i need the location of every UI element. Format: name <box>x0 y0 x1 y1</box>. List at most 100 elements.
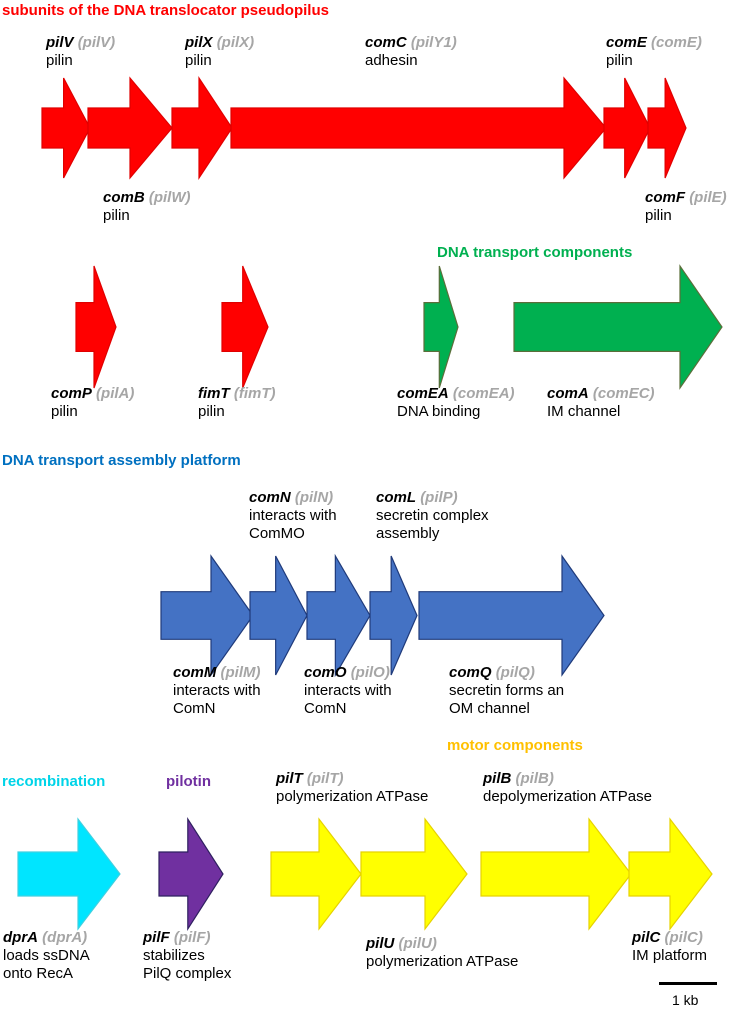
gene-function: pilin <box>606 52 633 69</box>
gene-function: interacts with ComN <box>304 682 392 717</box>
gene-label-comC: comC (pilY1) adhesin <box>365 34 457 70</box>
gene-homolog: (pilV) <box>77 34 116 51</box>
group-title-pilotin: pilotin <box>166 773 211 790</box>
gene-arrow-pilX <box>171 76 233 180</box>
gene-arrow-comEA <box>423 265 459 389</box>
gene-homolog: (comEC) <box>592 385 655 402</box>
gene-function: IM channel <box>547 403 621 420</box>
gene-homolog: (pilP) <box>420 489 458 506</box>
gene-homolog: (pilF) <box>173 929 211 946</box>
gene-arrow-comM <box>160 554 254 677</box>
group-title-recombination: recombination <box>2 773 106 790</box>
gene-label-pilX: pilX (pilX) pilin <box>185 34 254 70</box>
gene-arrow-comC <box>230 76 607 180</box>
gene-arrow-pilF <box>158 816 224 932</box>
gene-homolog: (pilC) <box>664 929 703 946</box>
gene-label-pilC: pilC (pilC) IM platform <box>632 929 707 965</box>
gene-name: comQ <box>449 664 492 681</box>
gene-arrow-comQ <box>418 554 605 677</box>
group-title-transport: DNA transport components <box>437 244 633 261</box>
gene-name: comO <box>304 664 347 681</box>
gene-name: comE <box>606 34 647 51</box>
gene-function: interacts with ComMO <box>249 507 337 542</box>
gene-label-comA: comA (comEC) IM channel <box>547 385 655 421</box>
gene-label-comQ: comQ (pilQ) secretin forms an OM channel <box>449 664 564 718</box>
gene-function: adhesin <box>365 52 418 69</box>
gene-label-comM: comM (pilM) interacts with ComN <box>173 664 261 718</box>
gene-name: pilB <box>483 770 512 787</box>
gene-homolog: (pilW) <box>148 189 191 206</box>
gene-arrow-pilU <box>360 817 468 931</box>
gene-name: dprA <box>3 929 38 946</box>
gene-name: pilX <box>185 34 213 51</box>
gene-name: pilV <box>46 34 74 51</box>
gene-label-fimT: fimT (fimT) pilin <box>198 385 276 421</box>
gene-label-pilB: pilB (pilB) depolymerization ATPase <box>483 770 652 806</box>
gene-label-pilF: pilF (pilF) stabilizes PilQ complex <box>143 929 231 983</box>
gene-name: pilC <box>632 929 661 946</box>
group-title-pseudopilus: subunits of the DNA translocator pseudop… <box>2 2 329 19</box>
gene-label-comB: comB (pilW) pilin <box>103 189 191 225</box>
gene-name: pilT <box>276 770 303 787</box>
gene-function: pilin <box>51 403 78 420</box>
gene-label-comO: comO (pilO) interacts with ComN <box>304 664 392 718</box>
gene-name: comM <box>173 664 217 681</box>
gene-function: secretin forms an OM channel <box>449 682 565 717</box>
gene-homolog: (pilE) <box>689 189 727 206</box>
gene-homolog: (pilU) <box>398 935 437 952</box>
gene-name: comA <box>547 385 589 402</box>
gene-function: loads ssDNA onto RecA <box>3 947 90 982</box>
gene-homolog: (pilN) <box>294 489 334 506</box>
gene-arrow-comP <box>75 265 117 389</box>
gene-label-comL: comL (pilP) secretin complex assembly <box>376 489 489 543</box>
gene-name: fimT <box>198 385 230 402</box>
scale-bar-label: 1 kb <box>672 992 699 1008</box>
gene-homolog: (comEA) <box>452 385 515 402</box>
gene-function: pilin <box>46 52 73 69</box>
gene-label-comEA: comEA (comEA) DNA binding <box>397 385 515 421</box>
group-title-platform: DNA transport assembly platform <box>2 452 241 469</box>
gene-name: pilF <box>143 929 170 946</box>
gene-arrow-comA <box>513 264 723 390</box>
gene-homolog: (pilM) <box>220 664 261 681</box>
gene-homolog: (comE) <box>651 34 702 51</box>
group-title-motor: motor components <box>447 737 583 754</box>
gene-name: comF <box>645 189 686 206</box>
gene-function: stabilizes PilQ complex <box>143 947 232 982</box>
gene-function: DNA binding <box>397 403 481 420</box>
scale-bar <box>659 982 717 985</box>
gene-label-pilT: pilT (pilT) polymerization ATPase <box>276 770 428 806</box>
gene-name: comB <box>103 189 145 206</box>
gene-homolog: (pilA) <box>96 385 135 402</box>
gene-label-comE: comE (comE) pilin <box>606 34 702 70</box>
gene-homolog: (pilX) <box>216 34 255 51</box>
gene-function: secretin complex assembly <box>376 507 489 542</box>
gene-function: interacts with ComN <box>173 682 261 717</box>
gene-homolog: (fimT) <box>233 385 276 402</box>
gene-arrow-comO <box>306 553 371 678</box>
gene-homolog: (pilO) <box>350 664 390 681</box>
gene-label-dprA: dprA (dprA) loads ssDNA onto RecA <box>3 929 90 983</box>
gene-label-comN: comN (pilN) interacts with ComMO <box>249 489 337 543</box>
gene-arrow-pilB <box>480 817 632 931</box>
gene-arrow-comB <box>87 76 173 180</box>
gene-arrow-pilC <box>628 817 713 931</box>
gene-name: pilU <box>366 935 395 952</box>
gene-arrow-fimT <box>221 265 269 389</box>
gene-homolog: (pilQ) <box>495 664 535 681</box>
gene-homolog: (pilT) <box>306 770 344 787</box>
gene-homolog: (pilY1) <box>410 34 457 51</box>
gene-name: comL <box>376 489 417 506</box>
gene-label-pilV: pilV (pilV) pilin <box>46 34 115 70</box>
gene-function: pilin <box>103 207 130 224</box>
gene-arrow-comE <box>603 77 651 179</box>
gene-name: comP <box>51 385 92 402</box>
gene-function: pilin <box>185 52 212 69</box>
gene-function: polymerization ATPase <box>366 953 519 970</box>
gene-function: depolymerization ATPase <box>483 788 652 805</box>
gene-function: pilin <box>198 403 225 420</box>
gene-arrow-comN <box>249 555 308 676</box>
gene-arrow-dprA <box>17 817 121 931</box>
gene-arrow-pilT <box>270 817 362 931</box>
gene-label-comP: comP (pilA) pilin <box>51 385 134 421</box>
